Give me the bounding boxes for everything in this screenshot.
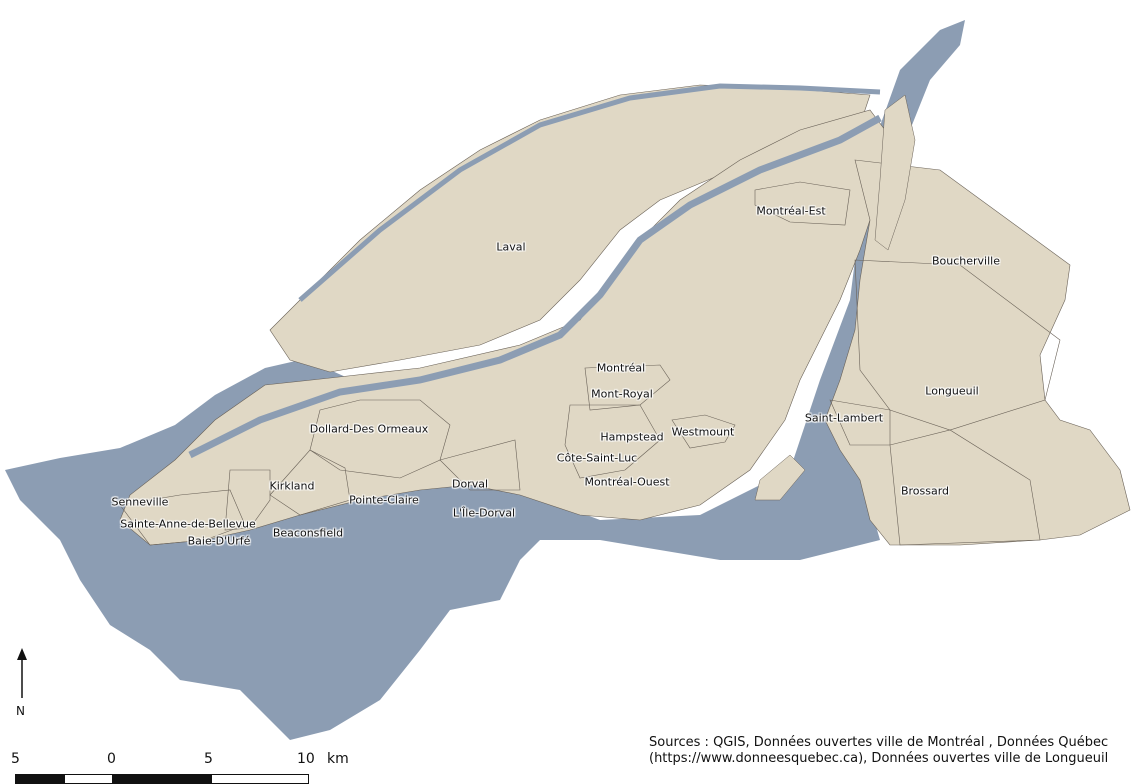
label-beaconsfield: Beaconsfield (272, 526, 344, 540)
montreal-land (119, 109, 886, 546)
municipal-boundaries (119, 181, 1061, 546)
sources-line-1: Sources : QGIS, Données ouvertes ville d… (649, 735, 1109, 750)
label-montreal: Montréal (596, 361, 646, 375)
scale-bar-segments (15, 774, 309, 784)
riviere-des-mille-iles (298, 83, 881, 302)
scale-unit: km (327, 751, 349, 767)
label-sainte-anne-de-bellevue: Sainte-Anne-de-Bellevue (120, 517, 256, 531)
north-arrow-icon (17, 648, 27, 698)
sources-credit: Sources : QGIS, Données ouvertes ville d… (649, 735, 1108, 767)
label-montreal-ouest: Montréal-Ouest (584, 475, 670, 489)
scale-tick-0: 5 (11, 751, 20, 767)
label-hampstead: Hampstead (600, 430, 664, 444)
label-longueuil: Longueuil (925, 384, 979, 398)
south-shore-land (824, 159, 1131, 546)
label-dollard-des-ormeaux: Dollard-Des Ormeaux (309, 422, 429, 436)
label-brossard: Brossard (900, 484, 950, 498)
scale-segment (64, 774, 113, 784)
scale-segment (15, 774, 64, 784)
label-westmount: Westmount (671, 425, 735, 439)
label-pointe-claire: Pointe-Claire (349, 493, 419, 507)
label-mont-royal: Mont-Royal (591, 387, 653, 401)
north-label: N (16, 704, 25, 718)
sources-line-2: (https://www.donneesquebec.ca), Données … (649, 751, 1109, 766)
label-senneville: Senneville (111, 495, 169, 509)
scale-tick-2: 5 (204, 751, 213, 767)
label-kirkland: Kirkland (269, 479, 315, 493)
label-cote-saint-luc: Côte-Saint-Luc (556, 451, 638, 465)
river-island (754, 454, 806, 501)
label-boucherville: Boucherville (931, 254, 1001, 268)
label-ile-dorval: L'Île-Dorval (452, 506, 516, 520)
label-laval: Laval (496, 240, 526, 254)
label-montreal-est: Montréal-Est (756, 204, 826, 218)
label-dorval: Dorval (451, 477, 489, 491)
river-island (874, 94, 916, 251)
scale-tick-3: 10 (297, 751, 315, 767)
scale-segment (211, 774, 309, 784)
scale-segment (113, 774, 211, 784)
label-baie-durfe: Baie-D'Urfé (187, 534, 251, 548)
label-saint-lambert: Saint-Lambert (804, 411, 884, 425)
scale-tick-1: 0 (107, 751, 116, 767)
riviere-des-prairies (188, 114, 882, 459)
